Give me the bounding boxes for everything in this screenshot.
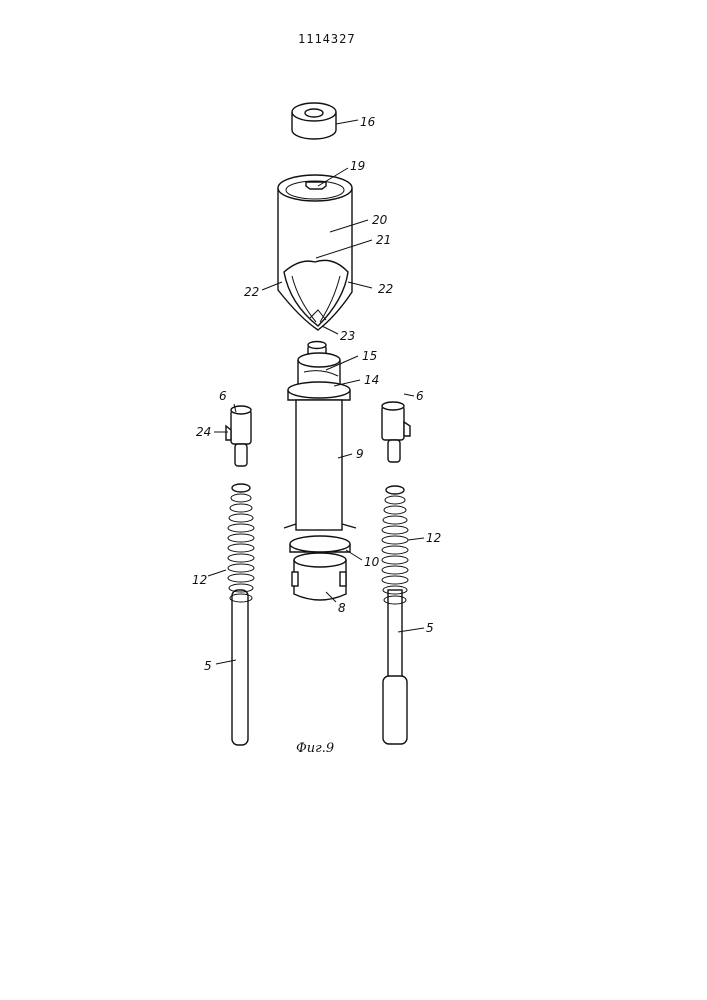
label-15: 15 — [362, 349, 377, 363]
part-left-rod-with-spring — [228, 484, 254, 745]
label-19: 19 — [350, 159, 365, 173]
part-central-spindle — [284, 342, 356, 601]
label-24: 24 — [196, 425, 211, 439]
part-ring — [292, 103, 336, 139]
label-16: 16 — [360, 115, 376, 129]
part-left-latch — [226, 406, 251, 466]
label-5-left: 5 — [204, 659, 212, 673]
label-20: 20 — [372, 213, 388, 227]
figure-caption: Фиг.9 — [296, 741, 334, 756]
label-6-right: 6 — [416, 389, 424, 403]
label-14: 14 — [364, 373, 379, 387]
label-9: 9 — [356, 447, 364, 461]
label-8: 8 — [338, 601, 346, 615]
label-23: 23 — [340, 329, 355, 343]
part-right-rod-with-spring — [382, 486, 408, 744]
label-12-right: 12 — [426, 531, 441, 545]
label-12-left: 12 — [192, 573, 207, 587]
label-10: 10 — [364, 555, 380, 569]
label-22-right: 22 — [378, 282, 393, 296]
label-6-left: 6 — [219, 389, 227, 403]
label-21: 21 — [376, 233, 391, 247]
label-22-left: 22 — [244, 285, 259, 299]
part-right-latch — [382, 402, 410, 462]
part-head-cylinder — [278, 175, 352, 330]
label-5-right: 5 — [426, 621, 434, 635]
